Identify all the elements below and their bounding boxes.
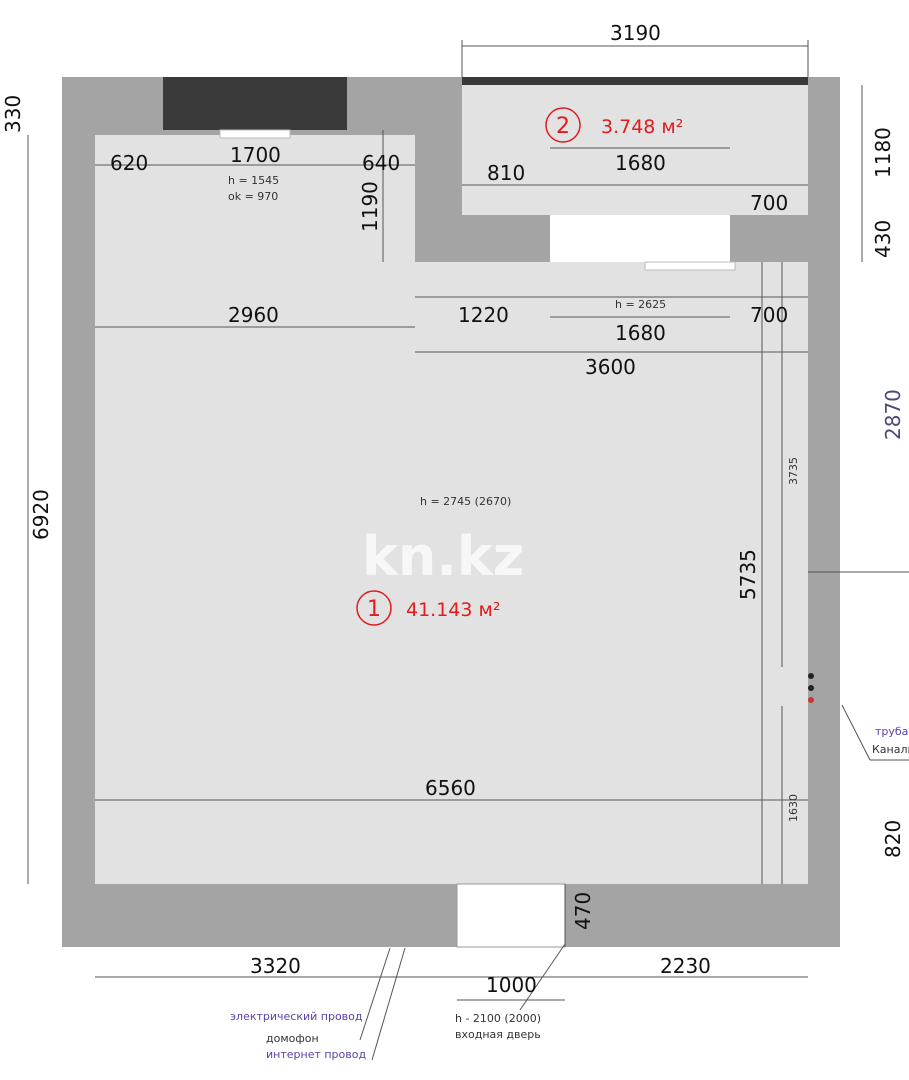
note-electric: электрический провод xyxy=(230,1010,363,1023)
dim-2870: 2870 xyxy=(881,389,905,440)
dim-820: 820 xyxy=(881,820,905,858)
dim-470: 470 xyxy=(571,892,595,930)
window xyxy=(163,77,347,130)
dim-1680-top: 1680 xyxy=(615,151,666,175)
note-pipe: труба xyxy=(875,725,908,738)
dim-1680-bottom: 1680 xyxy=(615,321,666,345)
right-outside xyxy=(840,77,909,947)
room-2-number: 2 xyxy=(556,114,570,139)
dimension-lines xyxy=(27,40,909,1061)
dim-1220: 1220 xyxy=(458,303,509,327)
note-internet: интернет провод xyxy=(266,1048,366,1061)
dim-700-bottom: 700 xyxy=(750,303,788,327)
dim-3735: 3735 xyxy=(787,457,800,485)
dim-1000: 1000 xyxy=(486,973,537,997)
opening-height: h = 2625 xyxy=(615,298,666,311)
note-door-height: h - 2100 (2000) xyxy=(455,1012,541,1025)
note-sewer: Канали xyxy=(872,743,909,756)
room-1-height: h = 2745 (2670) xyxy=(420,495,511,508)
dim-330: 330 xyxy=(1,95,25,133)
dim-2230: 2230 xyxy=(660,954,711,978)
balcony-floor xyxy=(462,85,808,215)
note-intercom: домофон xyxy=(266,1032,319,1045)
dim-1700: 1700 xyxy=(230,143,281,167)
note-door: входная дверь xyxy=(455,1028,541,1041)
riser-pipe-icon xyxy=(808,685,814,691)
dim-top-3190: 3190 xyxy=(610,21,661,45)
riser-pipe-icon xyxy=(808,697,814,703)
dim-1190: 1190 xyxy=(358,181,382,232)
dim-3600: 3600 xyxy=(585,355,636,379)
dim-620: 620 xyxy=(110,151,148,175)
radiator xyxy=(644,261,736,271)
dim-6560: 6560 xyxy=(425,776,476,800)
dim-2960: 2960 xyxy=(228,303,279,327)
dim-5735: 5735 xyxy=(736,549,760,600)
dim-700-top: 700 xyxy=(750,191,788,215)
dim-3320: 3320 xyxy=(250,954,301,978)
dim-1630: 1630 xyxy=(787,794,800,822)
entrance-door[interactable] xyxy=(456,883,566,948)
room-1-marker xyxy=(356,590,392,626)
window-sill-height: ok = 970 xyxy=(228,190,278,203)
room-floor xyxy=(95,262,808,884)
dim-430: 430 xyxy=(871,220,895,258)
window-sill xyxy=(219,129,291,139)
room-2-marker xyxy=(545,107,581,143)
dim-640: 640 xyxy=(362,151,400,175)
room-1-number: 1 xyxy=(367,597,381,622)
dim-1180: 1180 xyxy=(871,127,895,178)
room-alcove-floor xyxy=(95,135,415,265)
balcony-window xyxy=(462,77,808,85)
dim-810: 810 xyxy=(487,161,525,185)
riser-pipe-icon xyxy=(808,673,814,679)
balcony-opening xyxy=(550,215,730,262)
room-1-area: 41.143 м² xyxy=(406,599,500,621)
room-2-area: 3.748 м² xyxy=(601,116,683,138)
dim-6920: 6920 xyxy=(29,489,53,540)
window-height: h = 1545 xyxy=(228,174,279,187)
watermark: kn.kz xyxy=(362,525,524,588)
